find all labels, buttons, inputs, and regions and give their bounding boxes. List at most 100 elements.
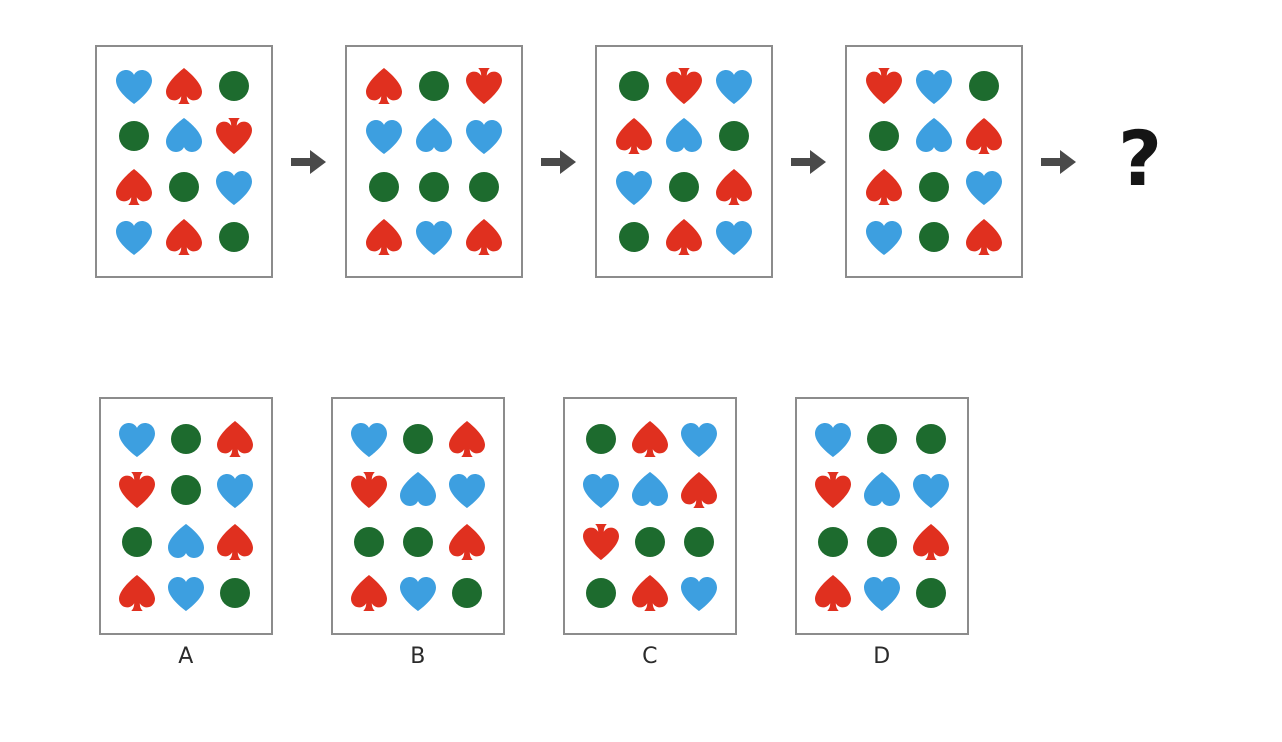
red-spade-icon — [666, 218, 702, 255]
blue-heart-icon — [216, 474, 253, 509]
blue-heart-icon — [966, 170, 1002, 205]
green-circle-icon — [354, 526, 385, 557]
blue-heart-icon — [119, 422, 156, 457]
green-circle-icon — [402, 526, 433, 557]
cell-blue-heart-inv — [661, 113, 707, 159]
blue-heart-inv-icon — [916, 118, 952, 153]
sequence-row: ? — [95, 42, 1185, 281]
cell-blue-heart — [361, 113, 407, 159]
arrow-right-icon — [1041, 149, 1076, 174]
blue-heart-icon — [583, 474, 620, 509]
cell-blue-heart — [578, 467, 624, 513]
blue-heart-icon — [716, 70, 752, 105]
cell-red-spade — [361, 214, 407, 260]
cell-red-spade-inv — [578, 519, 624, 565]
cell-blue-heart — [676, 570, 722, 616]
cell-green-circle — [211, 63, 257, 109]
blue-heart-icon — [863, 577, 900, 612]
cell-red-spade — [676, 467, 722, 513]
cell-blue-heart — [711, 63, 757, 109]
cell-green-circle — [676, 519, 722, 565]
option-d[interactable]: D — [795, 397, 969, 669]
cell-red-spade — [444, 416, 490, 462]
green-circle-icon — [683, 526, 714, 557]
cell-blue-heart-inv — [163, 519, 209, 565]
green-circle-icon — [119, 121, 149, 152]
cell-green-circle — [908, 416, 954, 462]
option-a[interactable] — [99, 397, 273, 635]
red-spade-inv-icon — [583, 523, 620, 560]
red-spade-icon — [448, 523, 485, 560]
green-circle-icon — [719, 121, 749, 152]
cell-blue-heart — [911, 63, 957, 109]
green-circle-icon — [169, 171, 199, 202]
cell-red-spade — [627, 416, 673, 462]
cell-green-circle — [444, 570, 490, 616]
cell-green-circle — [411, 164, 457, 210]
red-spade-inv-icon — [351, 472, 388, 509]
cell-blue-heart — [859, 570, 905, 616]
green-circle-icon — [866, 526, 897, 557]
green-circle-icon — [634, 526, 665, 557]
red-spade-icon — [216, 420, 253, 457]
cell-green-circle — [861, 113, 907, 159]
green-circle-icon — [469, 171, 499, 202]
cell-green-circle — [859, 416, 905, 462]
cell-blue-heart — [961, 164, 1007, 210]
blue-heart-icon — [116, 70, 152, 105]
cell-green-circle — [810, 519, 856, 565]
cell-blue-heart — [908, 467, 954, 513]
sequence-panel-4 — [845, 45, 1023, 278]
cell-blue-heart — [676, 416, 722, 462]
blue-heart-inv-icon — [167, 523, 204, 558]
red-spade-icon — [366, 68, 402, 105]
red-spade-inv-icon — [216, 118, 252, 155]
green-circle-icon — [586, 578, 617, 609]
blue-heart-inv-icon — [631, 472, 668, 507]
arrow-right-1 — [273, 45, 345, 278]
cell-green-circle — [911, 164, 957, 210]
red-spade-icon — [616, 118, 652, 155]
cell-green-circle — [211, 214, 257, 260]
option-a[interactable]: A — [99, 397, 273, 669]
option-b[interactable] — [331, 397, 505, 635]
cell-blue-heart — [114, 416, 160, 462]
cell-green-circle — [611, 214, 657, 260]
option-c[interactable]: C — [563, 397, 737, 669]
cell-blue-heart-inv — [627, 467, 673, 513]
cell-green-circle — [908, 570, 954, 616]
red-spade-inv-icon — [666, 68, 702, 105]
cell-green-circle — [212, 570, 258, 616]
red-spade-icon — [866, 168, 902, 205]
cell-red-spade-inv — [211, 113, 257, 159]
green-circle-icon — [369, 171, 399, 202]
red-spade-icon — [631, 420, 668, 457]
red-spade-icon — [216, 523, 253, 560]
option-d[interactable] — [795, 397, 969, 635]
arrow-right-icon — [541, 149, 576, 174]
cell-red-spade-inv — [346, 467, 392, 513]
green-circle-icon — [219, 71, 249, 102]
blue-heart-icon — [680, 577, 717, 612]
cell-red-spade — [361, 63, 407, 109]
cell-red-spade — [114, 570, 160, 616]
option-c[interactable] — [563, 397, 737, 635]
green-circle-icon — [669, 171, 699, 202]
cell-green-circle — [395, 519, 441, 565]
option-b[interactable]: B — [331, 397, 505, 669]
cell-red-spade — [212, 519, 258, 565]
blue-heart-icon — [466, 120, 502, 155]
red-spade-icon — [912, 523, 949, 560]
blue-heart-inv-icon — [416, 118, 452, 153]
green-circle-icon — [919, 221, 949, 252]
option-spacer — [505, 397, 563, 630]
blue-heart-icon — [815, 422, 852, 457]
cell-green-circle — [711, 113, 757, 159]
blue-heart-inv-icon — [399, 472, 436, 507]
cell-green-circle — [461, 164, 507, 210]
arrow-right-2 — [523, 45, 595, 278]
red-spade-icon — [351, 575, 388, 612]
option-b-label: B — [410, 644, 426, 669]
cell-green-circle — [111, 113, 157, 159]
